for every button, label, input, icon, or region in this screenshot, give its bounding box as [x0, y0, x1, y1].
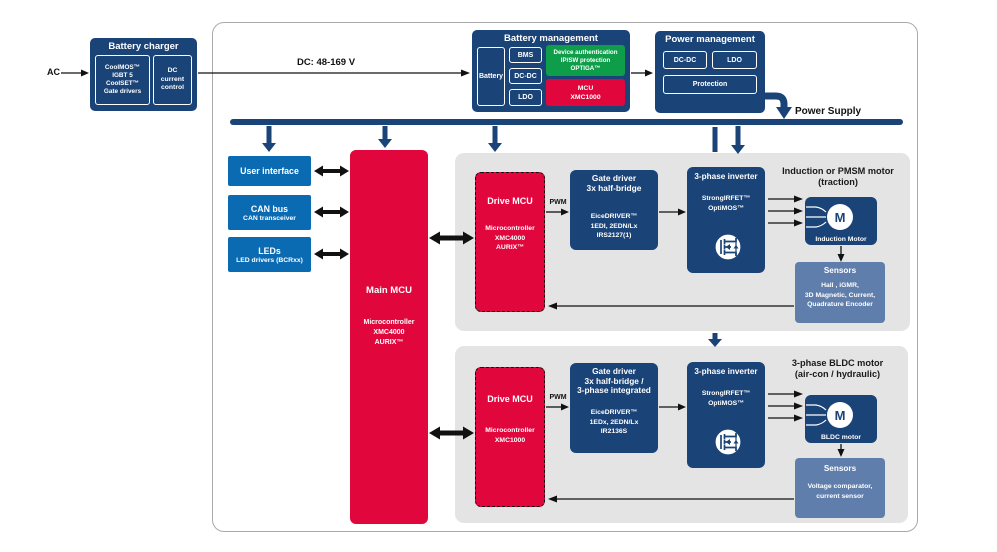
power-management-group: Power management DC-DC LDO Protection: [655, 31, 765, 113]
bldc-gate-driver-box: Gate driver 3x half-bridge / 3-phase int…: [570, 363, 658, 453]
pm-protection-box: Protection: [663, 75, 757, 94]
user-interface-box: User interface: [228, 156, 311, 186]
traction-sensors-box: Sensors Hall , iGMR, 3D Magnetic, Curren…: [795, 262, 885, 323]
bldc-pwm-label: PWM: [549, 394, 567, 401]
leds-label: LEDs: [258, 245, 281, 256]
led-drivers-label: LED drivers (BCRxx): [236, 256, 303, 264]
bldc-motor-box: M BLDC motor: [805, 395, 877, 443]
ac-arrow: [61, 69, 89, 77]
battery-charger-semis-box: CoolMOS™ IGBT 5 CoolSET™ Gate drivers: [95, 55, 150, 105]
traction-drive-mcu-title: Drive MCU: [487, 196, 533, 206]
ac-label: AC: [47, 67, 60, 77]
traction-drive-mcu-sub: Microcontroller XMC4000 AURIX™: [485, 225, 535, 251]
traction-heading: Induction or PMSM motor (traction): [782, 166, 894, 187]
traction-gate-driver-title: Gate driver 3x half-bridge: [586, 173, 642, 193]
main-mcu-sub: Microcontroller XMC4000 AURIX™: [363, 319, 415, 346]
traction-drive-mcu-box: Drive MCU Microcontroller XMC4000 AURIX™: [475, 172, 545, 312]
user-interface-label: User interface: [240, 166, 299, 176]
bms-ldo-box: LDO: [509, 89, 542, 106]
bldc-sensors-sub: Voltage comparator, current sensor: [807, 483, 873, 500]
can-bus-label: CAN bus: [250, 203, 289, 214]
bms-dcdc-box: DC-DC: [509, 68, 542, 84]
traction-gate-driver-box: Gate driver 3x half-bridge EiceDRIVER™ 1…: [570, 170, 658, 250]
bldc-motor-m: M: [834, 407, 846, 423]
bldc-gate-driver-title: Gate driver 3x half-bridge / 3-phase int…: [577, 366, 651, 396]
bldc-sensors-title: Sensors: [823, 464, 857, 473]
power-supply-label: Power Supply: [795, 106, 862, 117]
bldc-heading: 3-phase BLDC motor (air-con / hydraulic): [791, 358, 884, 379]
traction-inverter-sub: StrongIRFET™ OptiMOS™: [701, 195, 751, 212]
bldc-motor-label: BLDC motor: [820, 434, 862, 441]
traction-sensors-title: Sensors: [823, 266, 857, 275]
bldc-inverter-sub: StrongIRFET™ OptiMOS™: [701, 390, 751, 407]
pm-ldo-box: LDO: [712, 51, 757, 69]
dc-link-label: DC: 48-169 V: [296, 57, 356, 68]
traction-inverter-title: 3-phase inverter: [694, 172, 758, 181]
traction-gate-driver-sub: EiceDRIVER™ 1EDI, 2EDN/Lx IRS2127(1): [590, 213, 638, 239]
bldc-inverter-title: 3-phase inverter: [694, 367, 758, 376]
battery-charger-dc-control-box: DC current control: [153, 55, 192, 105]
bldc-drive-mcu-sub: Microcontroller XMC1000: [485, 427, 535, 444]
security-box: Device authentication IP/SW protection O…: [546, 45, 625, 76]
bldc-drive-mcu-title: Drive MCU: [487, 394, 533, 404]
traction-pwm-label: PWM: [549, 199, 567, 206]
traction-motor-box: M Induction Motor: [805, 197, 877, 245]
bldc-drive-mcu-box: Drive MCU Microcontroller XMC1000: [475, 367, 545, 507]
bms-box: BMS: [509, 47, 542, 63]
bldc-motor-icon: M: [827, 402, 853, 428]
pm-dcdc-box: DC-DC: [663, 51, 707, 69]
traction-sensors-sub: Hall , iGMR, 3D Magnetic, Current, Quadr…: [804, 282, 876, 308]
traction-motor-icon: M: [827, 204, 853, 230]
bldc-inverter-box: 3-phase inverter StrongIRFET™ OptiMOS™: [687, 362, 765, 468]
battery-management-title: Battery management: [504, 33, 598, 44]
diagram-frame: [212, 22, 918, 532]
battery-management-group: Battery management Battery BMS DC-DC LDO…: [472, 30, 630, 112]
leds-box: LEDs LED drivers (BCRxx): [228, 237, 311, 272]
traction-motor-m: M: [834, 209, 846, 225]
battery-charger-group: Battery charger CoolMOS™ IGBT 5 CoolSET™…: [90, 38, 197, 111]
traction-motor-label: Induction Motor: [815, 236, 867, 243]
main-mcu-box: Main MCU Microcontroller XMC4000 AURIX™: [350, 150, 428, 524]
power-management-title: Power management: [665, 34, 755, 45]
main-mcu-title: Main MCU: [366, 285, 412, 296]
bldc-sensors-box: Sensors Voltage comparator, current sens…: [795, 458, 885, 518]
bldc-gate-driver-sub: EiceDRIVER™ 1EDx, 2EDN/Lx IR2136S: [589, 409, 639, 435]
can-bus-box: CAN bus CAN transceiver: [228, 195, 311, 230]
can-transceiver-label: CAN transceiver: [243, 214, 296, 222]
bms-mcu-box: MCU XMC1000: [546, 79, 625, 106]
traction-inverter-box: 3-phase inverter StrongIRFET™ OptiMOS™: [687, 167, 765, 273]
battery-charger-title: Battery charger: [108, 41, 179, 52]
battery-box: Battery: [477, 47, 505, 106]
